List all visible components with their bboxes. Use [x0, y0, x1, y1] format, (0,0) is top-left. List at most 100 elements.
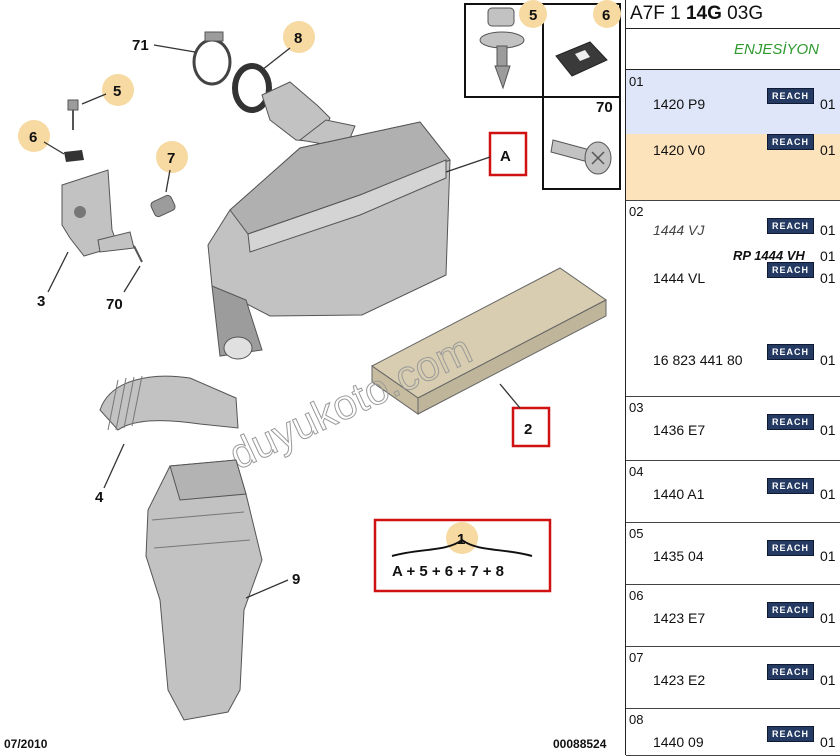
formula-text: A + 5 + 6 + 7 + 8	[392, 563, 504, 580]
inset-box: 5 6 70	[464, 0, 621, 190]
clamp-71: 71	[132, 31, 232, 86]
reach-badge: REACH	[767, 478, 814, 494]
part-code: 16 823 441 80	[653, 352, 743, 368]
part-code: 1423 E7	[653, 610, 706, 626]
diagram-date: 07/2010	[4, 737, 48, 751]
part-row[interactable]: 1420 P9 REACH 01	[626, 88, 840, 114]
part-code: 1420 V0	[653, 142, 706, 158]
nut-part-icon	[555, 41, 608, 77]
part-row[interactable]: 1440 A1 REACH 01	[626, 478, 840, 504]
part-qty: 01	[820, 222, 836, 238]
callout-5: 5	[113, 83, 121, 100]
replacement-note: RP 1444 VH	[733, 248, 805, 263]
callout-3: 3	[37, 293, 45, 310]
intake-duct-9: 9	[145, 459, 300, 721]
part-row[interactable]: 1436 E7 REACH 01	[626, 414, 840, 440]
part-row[interactable]: 1423 E2 REACH 01	[626, 664, 840, 690]
clip-5: 5	[67, 74, 134, 130]
part-code: 1444 VL	[653, 270, 706, 286]
reach-badge: REACH	[767, 218, 814, 234]
part-qty: 01	[820, 734, 836, 750]
parts-group: 01 1420 P9 REACH 01 1420 V0 REACH 01	[626, 70, 840, 201]
group-index: 04	[629, 464, 644, 479]
part-row[interactable]: 16 823 441 80 REACH 01	[626, 344, 840, 370]
part-qty: 01	[820, 486, 836, 502]
part-code: 1440 A1	[653, 486, 705, 502]
header-label: ENJESİYON	[734, 41, 820, 58]
panel-title: A7F 1 14G 03G	[630, 3, 764, 24]
part-row[interactable]: 1444 VL REACH 01	[626, 262, 840, 288]
part-code: 1440 09	[653, 734, 704, 750]
hose-4: 4	[95, 375, 239, 506]
header-row: ENJESİYON	[626, 28, 840, 71]
reach-badge: REACH	[767, 726, 814, 742]
group-index: 08	[629, 712, 644, 727]
clip-part-icon	[479, 7, 525, 90]
callout-71: 71	[132, 37, 149, 54]
grommet-7: 7	[150, 141, 188, 218]
callout-7: 7	[167, 150, 175, 167]
group-index: 02	[629, 204, 644, 219]
callout-8: 8	[294, 30, 302, 47]
callout-70: 70	[106, 296, 123, 313]
parts-group: 07 1423 E2 REACH 01	[626, 646, 840, 709]
group-index: 03	[629, 400, 644, 415]
screw-part-icon	[550, 139, 612, 175]
reach-badge: REACH	[767, 414, 814, 430]
group-index: 06	[629, 588, 644, 603]
diagram-ref: 00088524	[553, 737, 607, 751]
assembly-box-1: 1 A + 5 + 6 + 7 + 8	[373, 518, 552, 593]
parts-group: 06 1423 E7 REACH 01	[626, 584, 840, 647]
part-row[interactable]: 1420 V0 REACH 01	[626, 134, 840, 160]
part-row[interactable]: 1435 04 REACH 01	[626, 540, 840, 566]
part-row[interactable]: 1444 VJ REACH 01	[626, 218, 840, 240]
parts-group: 05 1435 04 REACH 01	[626, 522, 840, 585]
part-code: 1420 P9	[653, 96, 706, 112]
part-qty: 01	[820, 422, 836, 438]
parts-group: 02 1444 VJ REACH 01 RP 1444 VH 01 1444 VL REACH…	[626, 200, 840, 397]
group-index: 01	[629, 74, 644, 89]
group-index: 05	[629, 526, 644, 541]
reach-badge: REACH	[767, 664, 814, 680]
parts-diagram: 5 6 70 71 8	[4, 0, 621, 751]
part-qty: 01	[820, 352, 836, 368]
part-code: 1444 VJ	[653, 222, 705, 238]
inset-callout-6: 6	[602, 7, 610, 24]
callout-A: A	[500, 148, 511, 165]
group-index: 07	[629, 650, 644, 665]
part-code: 1423 E2	[653, 672, 706, 688]
reach-badge: REACH	[767, 262, 814, 278]
inset-callout-70: 70	[596, 99, 613, 116]
part-code: 1436 E7	[653, 422, 706, 438]
reach-badge: REACH	[767, 344, 814, 360]
reach-badge: REACH	[767, 88, 814, 104]
part-row[interactable]: 1423 E7 REACH 01	[626, 602, 840, 628]
parts-group: 04 1440 A1 REACH 01	[626, 460, 840, 523]
callout-4: 4	[95, 489, 104, 506]
callout-6: 6	[29, 129, 37, 146]
filter-housing-A: A	[207, 81, 528, 360]
nut-6: 6	[18, 120, 84, 162]
inset-callout-5: 5	[529, 7, 537, 24]
part-row[interactable]: 1440 09 REACH 01	[626, 726, 840, 752]
part-qty: 01	[820, 270, 836, 286]
part-code: 1435 04	[653, 548, 704, 564]
ring-8: 8	[232, 21, 315, 113]
filter-element-2: 2	[371, 267, 607, 448]
reach-badge: REACH	[767, 540, 814, 556]
callout-2: 2	[524, 421, 532, 438]
reach-badge: REACH	[767, 602, 814, 618]
bracket-3: 3 70	[37, 169, 143, 313]
part-qty: 01	[820, 548, 836, 564]
parts-group: 08 1440 09 REACH 01	[626, 708, 840, 756]
part-qty: 01	[820, 672, 836, 688]
part-qty: 01	[820, 96, 836, 112]
reach-badge: REACH	[767, 134, 814, 150]
callout-9: 9	[292, 571, 300, 588]
part-qty: 01	[820, 610, 836, 626]
parts-group: 03 1436 E7 REACH 01	[626, 396, 840, 461]
part-row[interactable]: RP 1444 VH 01	[626, 246, 840, 266]
part-qty: 01	[820, 142, 836, 158]
part-qty: 01	[820, 248, 836, 264]
